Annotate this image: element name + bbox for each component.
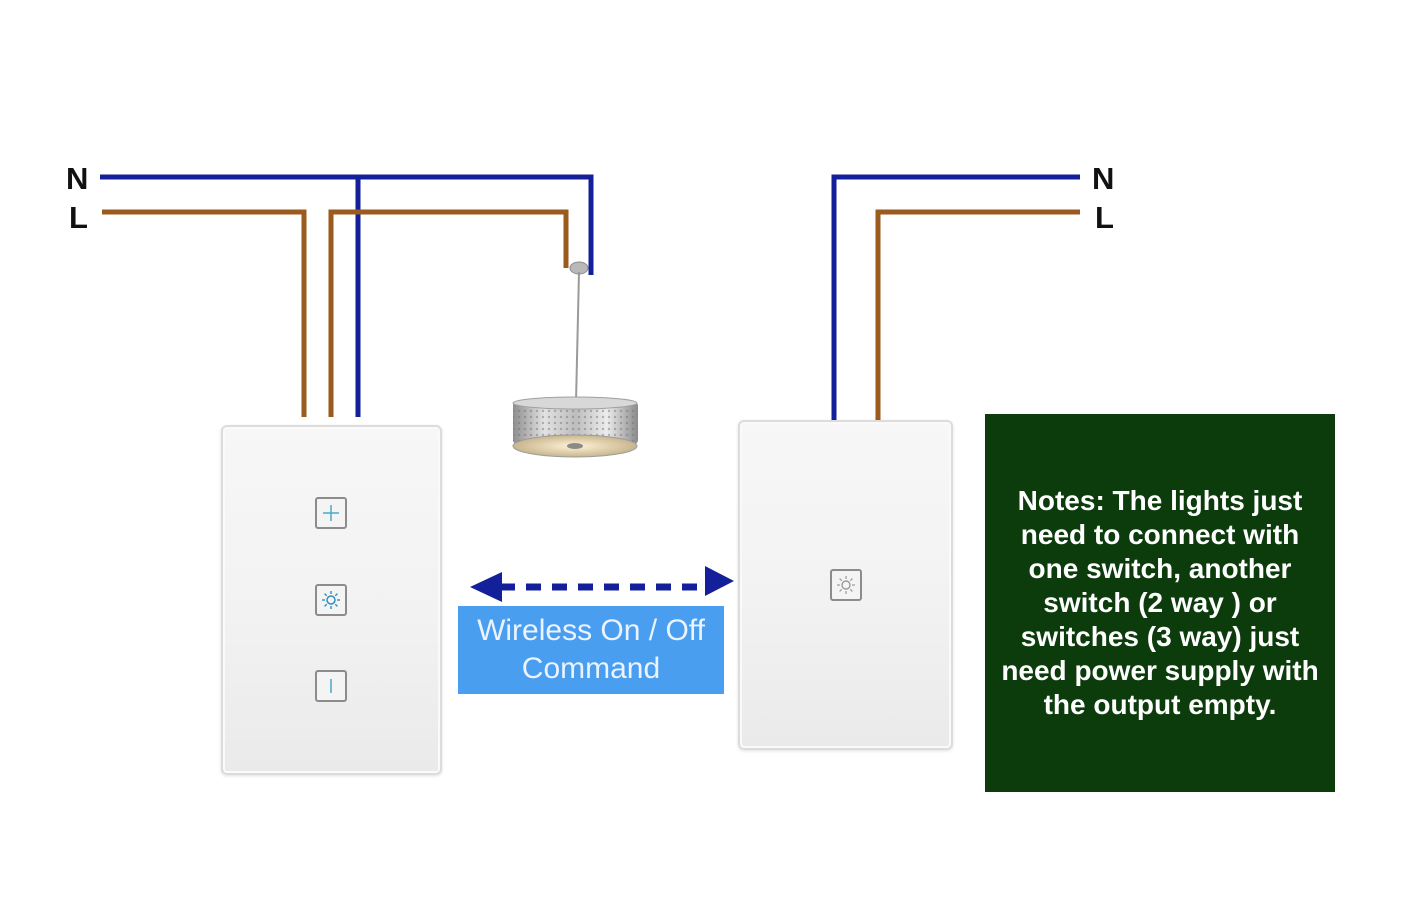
remote-switch-panel — [738, 420, 953, 750]
notes-line: switch (2 way ) or — [1043, 587, 1277, 618]
command-line-2: Command — [521, 652, 661, 685]
command-line-1: Wireless On / Off — [477, 614, 705, 647]
notes-line: one switch, another — [1028, 553, 1292, 584]
plus-icon — [323, 505, 339, 521]
right-neutral-wire — [831, 174, 1080, 422]
notes-line: need to connect with — [1020, 519, 1300, 550]
sun-icon — [837, 576, 855, 594]
dimmer-up-button[interactable] — [315, 497, 347, 529]
notes-line: the output empty. — [1043, 689, 1277, 720]
left-neutral-wire — [100, 174, 594, 275]
minus-icon — [330, 679, 332, 693]
dimmer-down-button[interactable] — [315, 670, 347, 702]
remote-light-button[interactable] — [830, 569, 862, 601]
notes-line: switches (3 way) just — [1020, 621, 1300, 652]
sun-icon — [322, 591, 340, 609]
right-neutral-label: N — [1092, 161, 1115, 196]
left-live-label: L — [69, 200, 88, 235]
notes-box: Notes: The lights just need to connect w… — [985, 414, 1335, 792]
left-live-wire-a — [102, 209, 307, 417]
notes-text: Notes: The lights just need to connect w… — [1001, 484, 1318, 722]
dimmer-light-button[interactable] — [315, 584, 347, 616]
right-live-wire — [875, 209, 1080, 422]
notes-line: need power supply with — [1001, 655, 1319, 686]
wireless-command-box: Wireless On / Off Command — [458, 606, 724, 694]
right-live-label: L — [1095, 200, 1114, 235]
notes-line: Notes: The lights just — [1017, 485, 1303, 516]
left-neutral-label: N — [66, 161, 89, 196]
dimmer-switch-panel — [221, 425, 442, 775]
left-live-wire-b — [328, 209, 569, 417]
pendant-lamp-icon — [512, 261, 638, 458]
double-arrow-icon — [470, 566, 734, 602]
